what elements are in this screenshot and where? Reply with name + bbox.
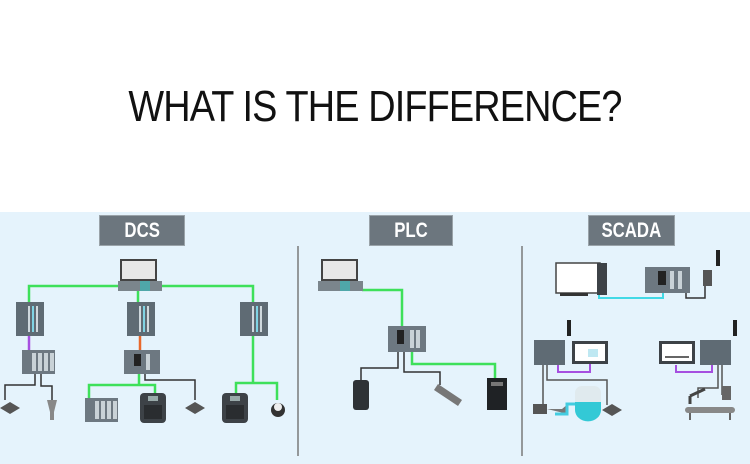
scada-plc-icon: [645, 267, 690, 293]
scanner-icon: [722, 386, 731, 400]
page-title: WHAT IS THE DIFFERENCE?: [128, 82, 622, 131]
tank-icon: [555, 386, 601, 422]
pump-icon: [533, 404, 568, 414]
io-module-icon: [85, 398, 118, 422]
rtu-icon: [534, 320, 571, 365]
motor-drive-icon: [487, 378, 507, 410]
antenna-module-icon: [703, 250, 720, 286]
photo-sensor-icon: [353, 380, 369, 410]
drive-icon: [140, 393, 166, 423]
drive-icon: [222, 393, 248, 423]
section-label-text: DCS: [124, 219, 160, 242]
section-label-text: SCADA: [601, 219, 662, 242]
robot-arm-icon: [688, 387, 706, 404]
scada-network: [542, 285, 723, 405]
dcs-workstation-icon: [118, 259, 162, 291]
sensor-icon: [47, 400, 57, 420]
rtu-icon: [700, 320, 737, 365]
conveyor-icon: [685, 407, 735, 420]
valve-icon: [0, 402, 20, 414]
hmi-screen-icon: [659, 341, 695, 364]
dcs-controller-icon: [127, 302, 155, 336]
dcs-io-module-icon: [22, 350, 55, 374]
valve-icon: [185, 402, 205, 414]
dcs-remote-io-icon: [124, 350, 160, 374]
dcs-network: [4, 284, 279, 400]
plc-network: [360, 288, 497, 385]
valve-icon: [602, 404, 622, 416]
hmi-screen-icon: [572, 341, 608, 364]
section-label-text: PLC: [394, 219, 428, 242]
section-label-dcs: DCS: [99, 215, 185, 246]
diagram-panel: [0, 212, 750, 464]
plc-controller-icon: [388, 326, 426, 352]
dcs-controller-icon: [240, 302, 268, 336]
section-label-scada: SCADA: [588, 215, 675, 246]
dcs-controller-icon: [16, 302, 44, 336]
encoder-icon: [271, 403, 285, 417]
plc-workstation-icon: [318, 259, 363, 291]
proximity-sensor-icon: [434, 384, 462, 406]
scada-computer-icon: [555, 262, 607, 296]
section-label-plc: PLC: [369, 215, 453, 246]
